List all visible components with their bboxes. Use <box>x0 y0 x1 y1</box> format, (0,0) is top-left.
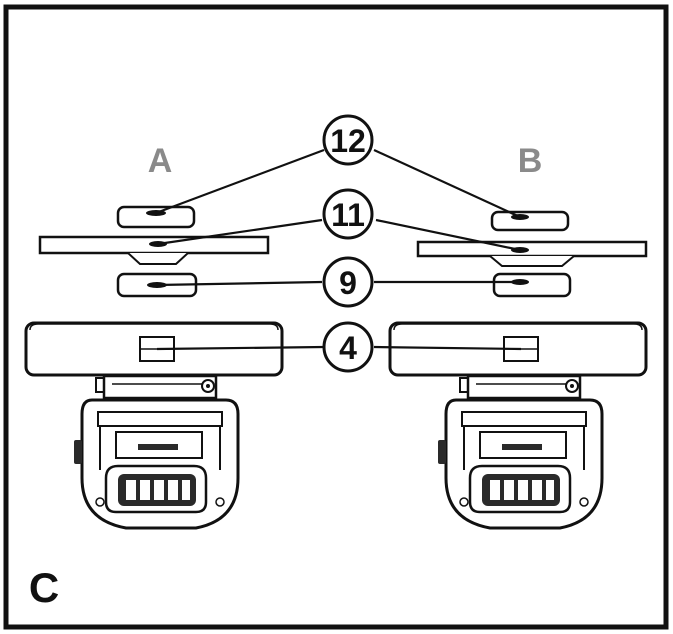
callout-circle-12 <box>322 114 374 166</box>
leader-4-b <box>373 345 522 351</box>
part-11-plate-b <box>416 240 648 258</box>
callout-label-4: 4 <box>339 330 357 366</box>
part-9-pad-b <box>492 272 572 298</box>
leader-4-a <box>156 345 325 351</box>
part-11-tab-a <box>127 252 189 265</box>
leader-11-a <box>157 218 323 246</box>
callout-label-12: 12 <box>330 123 366 159</box>
leader-11-b <box>375 218 521 252</box>
part-12-pad-b <box>490 210 570 232</box>
callout-circle-11 <box>322 188 374 240</box>
leader-9-a <box>156 280 323 287</box>
callout-circle-4 <box>322 321 374 373</box>
part-11-tab-b <box>489 255 575 267</box>
leader-12-a <box>155 148 325 215</box>
leader-12-b <box>373 149 521 218</box>
panel-label-c: C <box>29 564 59 611</box>
figure-frame <box>3 4 669 630</box>
callout-label-11: 11 <box>331 197 365 233</box>
part-12-pad-a <box>116 205 196 229</box>
panel-label-b: B <box>518 142 543 180</box>
leader-lines <box>155 148 522 351</box>
panel-label-a: A <box>148 142 173 180</box>
callout-label-9: 9 <box>339 265 357 301</box>
assembly-b <box>388 210 648 530</box>
callout-circle-9 <box>322 256 374 308</box>
yoke-b <box>466 374 582 400</box>
assembly-a <box>24 205 284 530</box>
callouts: 12 11 9 4 <box>322 114 374 373</box>
yoke-a <box>102 374 218 400</box>
